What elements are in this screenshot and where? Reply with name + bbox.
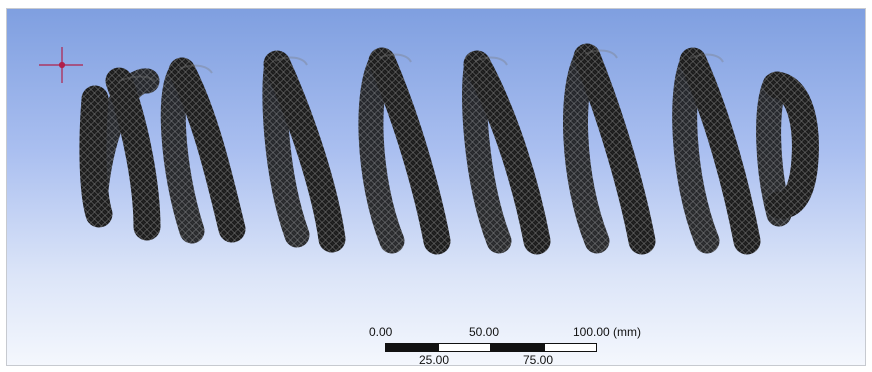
scale-label-75: 75.00 — [523, 353, 554, 366]
scale-segment-2 — [438, 343, 491, 352]
graphics-window[interactable]: 0.00 50.00 100.00 (mm) 25.00 75.00 — [6, 8, 866, 366]
crosshair-icon — [39, 47, 83, 83]
scale-label-25: 25.00 — [419, 353, 450, 366]
coil-spring[interactable] — [79, 43, 819, 255]
scale-label-100: 100.00 (mm) — [573, 325, 642, 339]
model-viewport[interactable] — [7, 9, 866, 366]
scale-segment-3 — [491, 343, 544, 352]
scale-segment-1 — [385, 343, 438, 352]
scale-label-50: 50.00 — [469, 325, 500, 339]
scale-segment-4 — [544, 343, 597, 352]
scale-label-0: 0.00 — [369, 325, 393, 339]
